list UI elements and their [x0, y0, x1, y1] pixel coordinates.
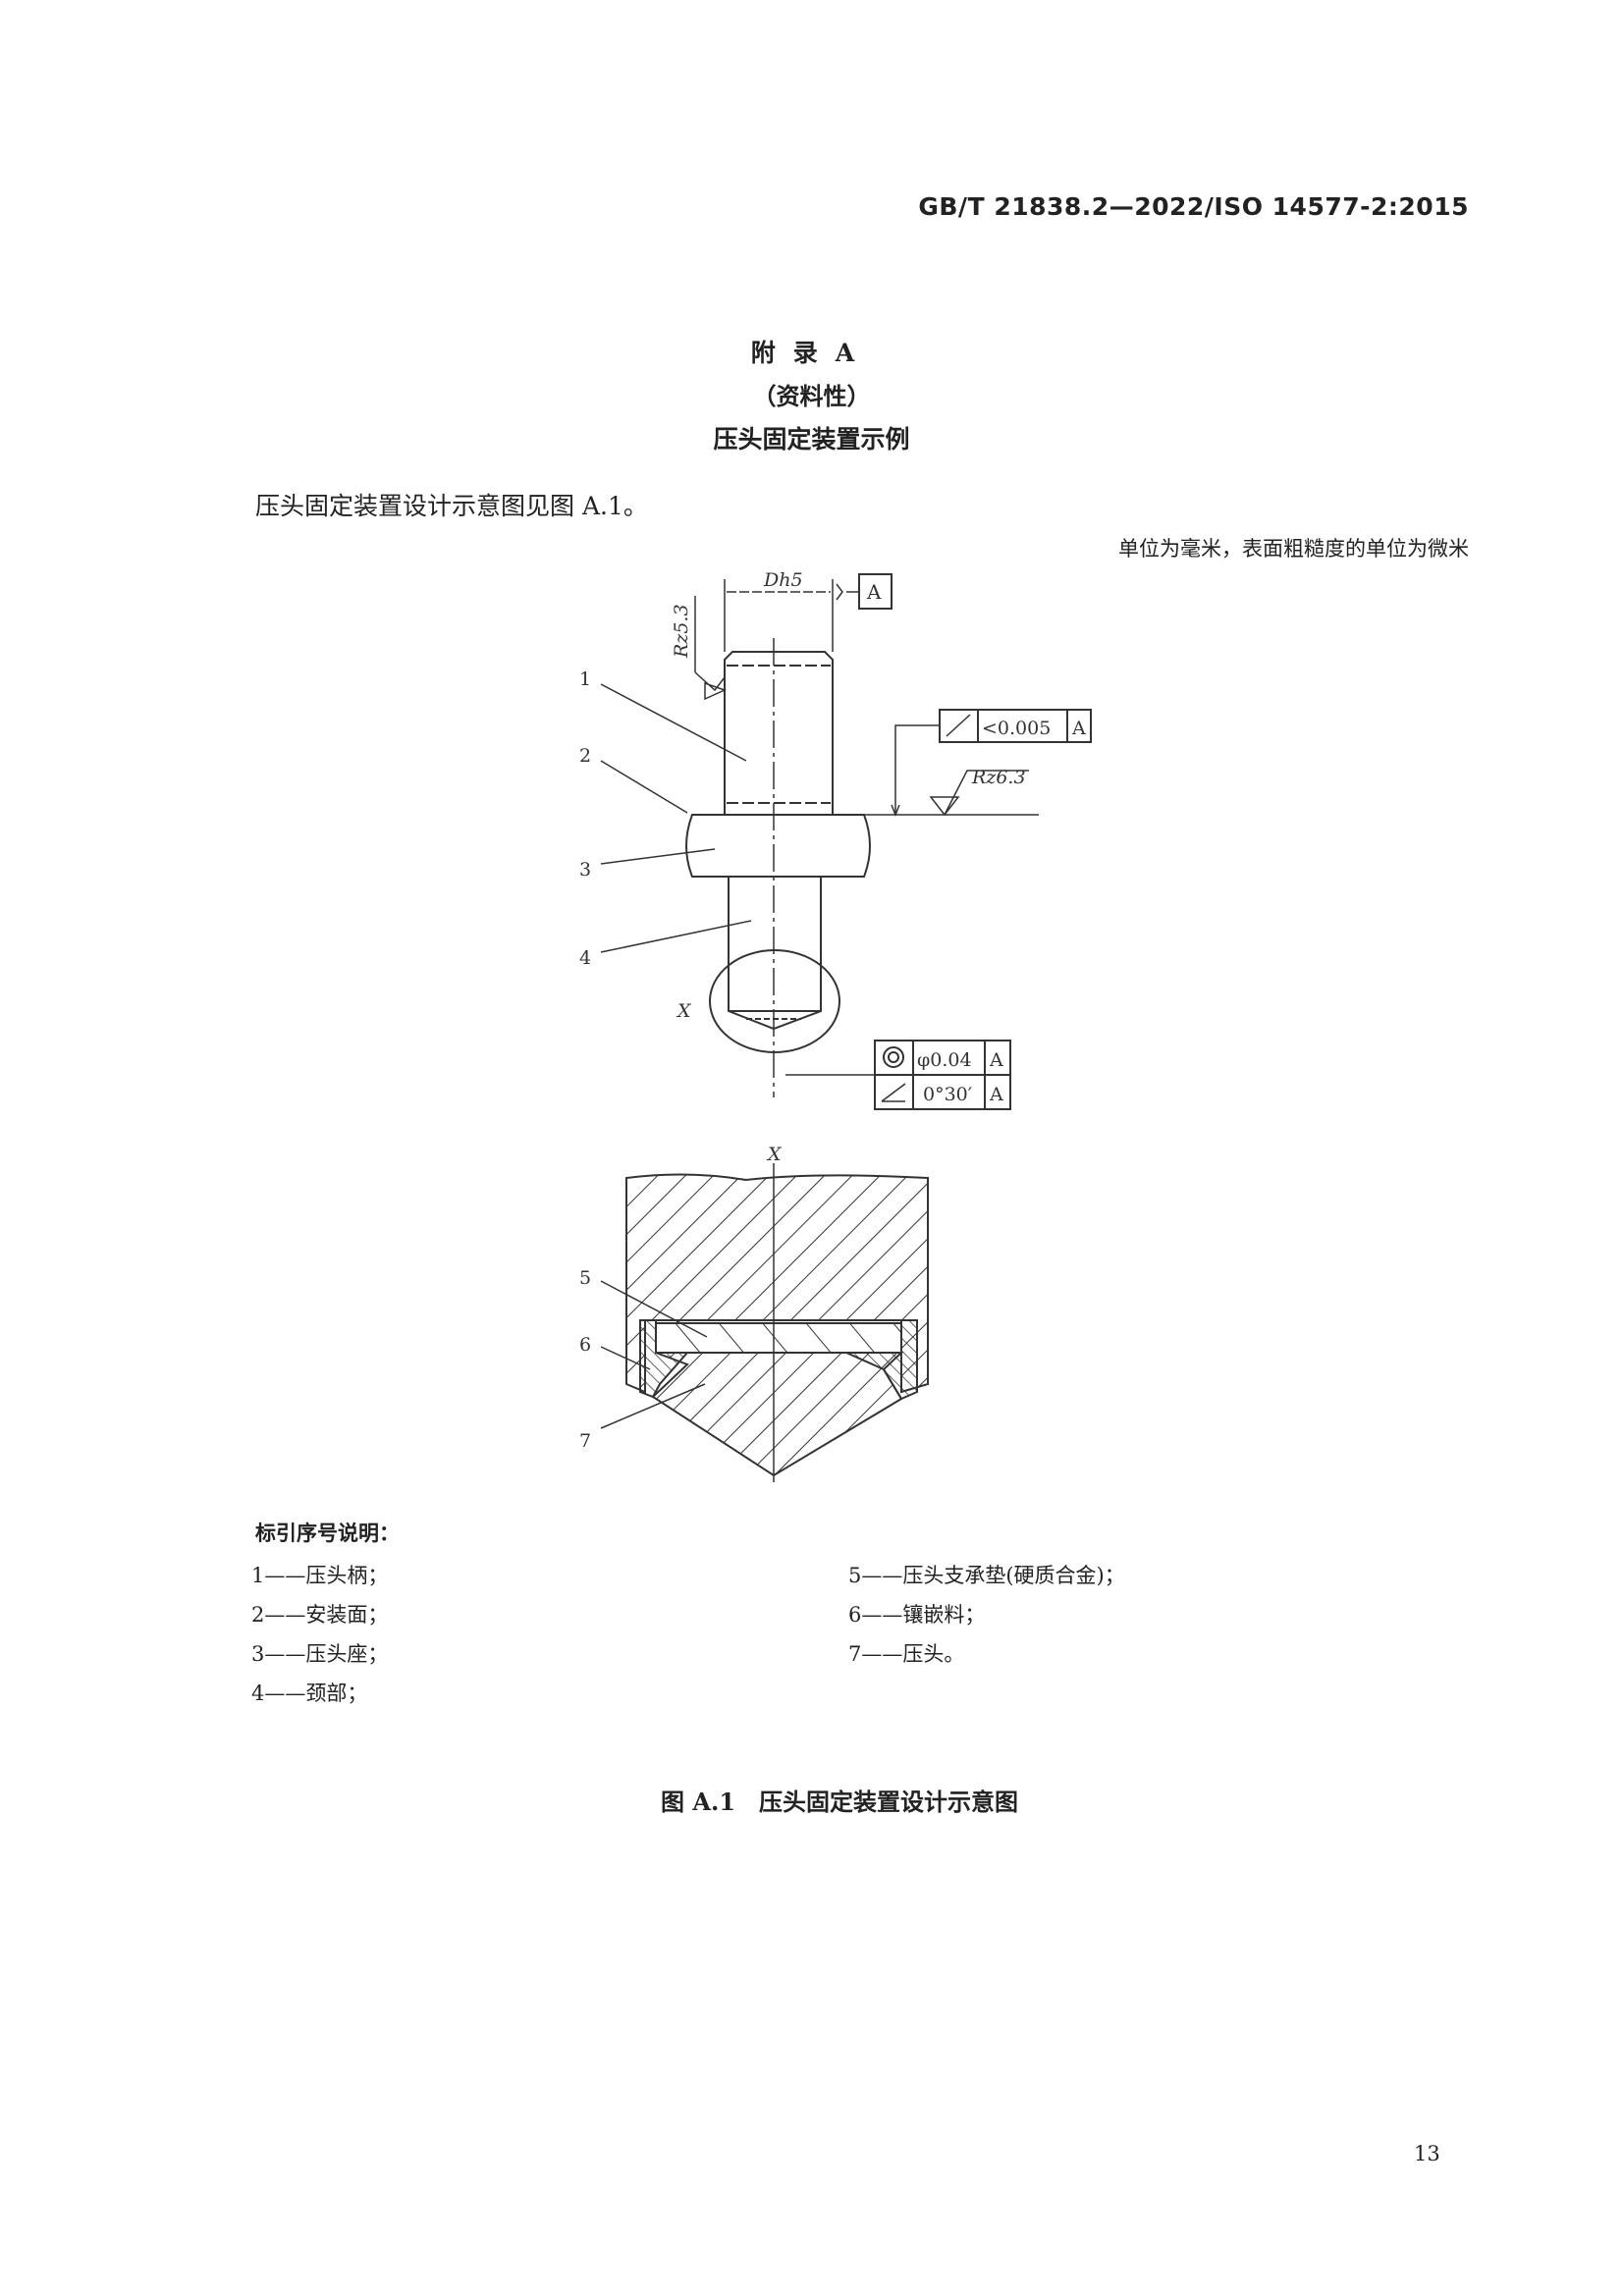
- angularity-value: 0°30′: [923, 1084, 972, 1105]
- runout-datum: A: [1071, 718, 1086, 739]
- page-number: 13: [1414, 2142, 1440, 2165]
- shank: [724, 651, 834, 815]
- upper-view: [600, 573, 1092, 1110]
- roughness-face: Rz6.3: [971, 767, 1026, 788]
- angularity-icon: [881, 1083, 906, 1102]
- legend-item: 7——压头。: [848, 1642, 965, 1666]
- callout-2: 2: [579, 745, 591, 767]
- annex-nature: （资料性）: [752, 382, 871, 410]
- upper-view-labels: Dh5 A Rz5.3 <0.005 A Rz6.3 φ0.04 A 0°30′…: [579, 569, 1086, 1105]
- detail-label: X: [676, 1000, 692, 1022]
- angularity-datum: A: [989, 1084, 1003, 1105]
- callout-4: 4: [579, 947, 591, 969]
- figure-caption: 图 A.1 压头固定装置设计示意图: [660, 1788, 1019, 1816]
- callout-7: 7: [579, 1430, 591, 1452]
- units-note: 单位为毫米，表面粗糙度的单位为微米: [1118, 537, 1469, 561]
- legend-item: 6——镶嵌料；: [848, 1603, 986, 1627]
- standard-header: GB/T 21838.2—2022/ISO 14577-2:2015: [918, 192, 1469, 221]
- dimension-label: Dh5: [763, 569, 803, 591]
- neck: [728, 877, 822, 1031]
- legend-item: 5——压头支承垫(硬质合金)；: [848, 1564, 1125, 1587]
- indenter: [651, 1352, 904, 1477]
- annex-subtitle: 压头固定装置示例: [713, 425, 910, 454]
- datum-a-box: [858, 573, 893, 610]
- callout-5: 5: [579, 1267, 591, 1289]
- detail-x-section: [600, 1163, 929, 1482]
- seat-collar: [685, 814, 871, 878]
- legend-title: 标引序号说明：: [255, 1521, 400, 1545]
- concentricity-datum: A: [989, 1049, 1003, 1071]
- intro-paragraph: 压头固定装置设计示意图见图 A.1。: [255, 492, 648, 520]
- datum-label: A: [866, 580, 882, 604]
- legend-item: 1——压头柄；: [251, 1564, 389, 1587]
- callout-3: 3: [579, 859, 591, 881]
- runout-value: <0.005: [982, 718, 1051, 739]
- roughness-shank: Rz5.3: [671, 604, 692, 659]
- section-label: X: [766, 1144, 783, 1165]
- concentricity-icon: [883, 1046, 904, 1068]
- legend-item: 4——颈部；: [251, 1682, 368, 1705]
- callout-1: 1: [579, 668, 591, 690]
- legend-item: 3——压头座；: [251, 1642, 389, 1666]
- callout-6: 6: [579, 1334, 591, 1356]
- annex-title: 附录A: [750, 339, 873, 367]
- detail-circle: [709, 949, 840, 1053]
- legend-item: 2——安装面；: [251, 1603, 389, 1627]
- holder-body: [625, 1173, 929, 1394]
- concentricity-value: φ0.04: [917, 1049, 972, 1071]
